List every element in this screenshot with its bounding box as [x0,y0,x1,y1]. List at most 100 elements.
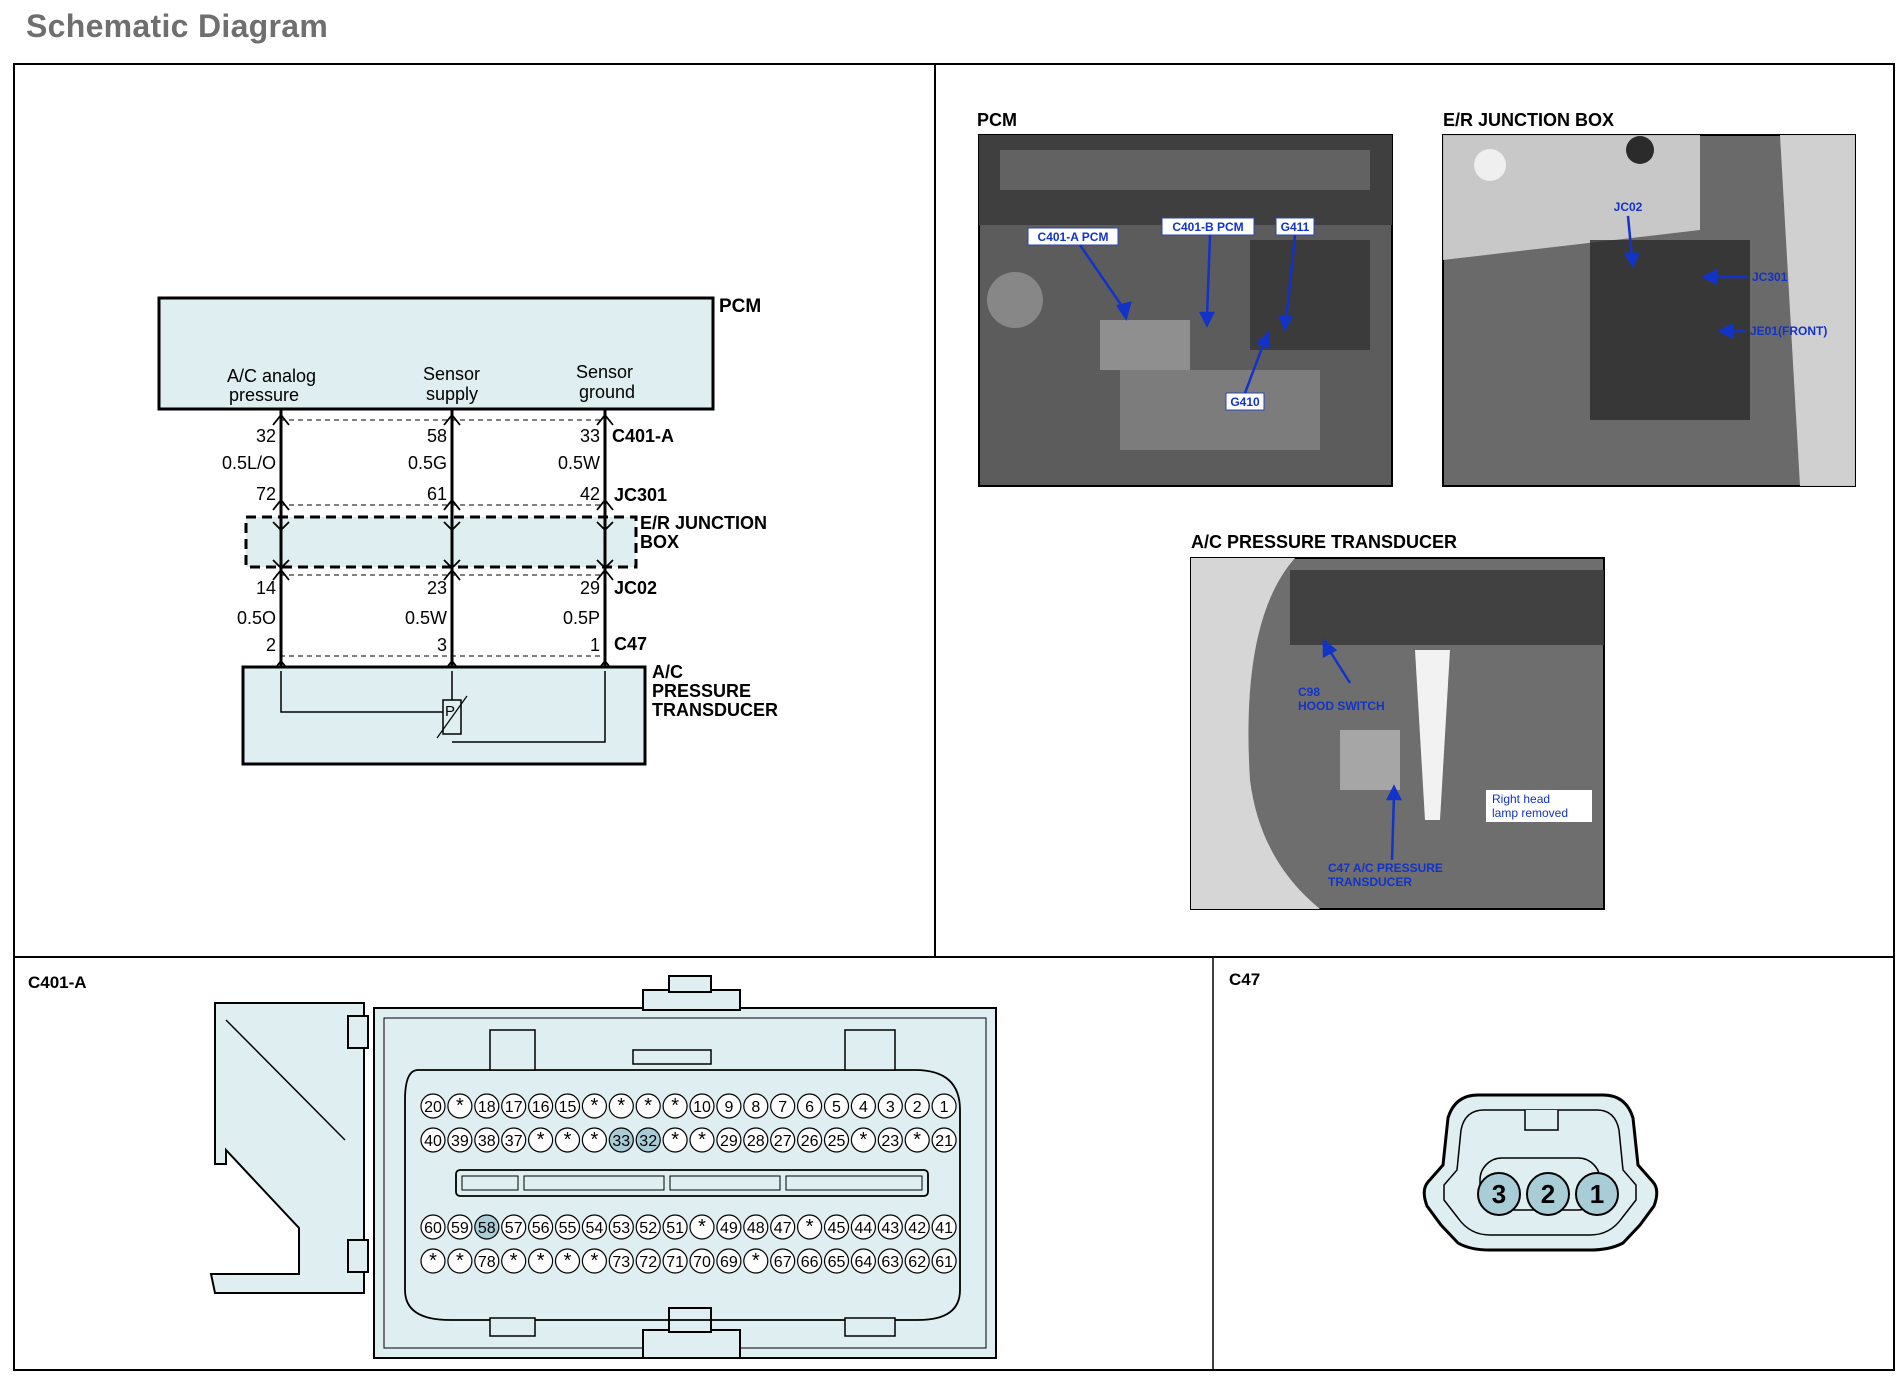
c401a-pin-cavity [662,1093,688,1119]
c401a-pin-cavity [635,1093,661,1119]
c401a-pin-cavity [689,1214,715,1240]
c401a-pin-cavity [581,1214,608,1240]
wiring-schematic: PCM A/C analog pressure Sensor supply Se… [157,296,778,766]
c401a-pin-number: 66 [801,1254,819,1271]
c401a-pin-cavity [716,1214,742,1240]
c401a-pin-unused: * [537,1250,545,1272]
c401a-pin-32: 32 [256,426,276,446]
c401a-pin-cavity [474,1248,500,1274]
c401a-pin-cavity [554,1214,581,1240]
c401a-pin-number: 72 [639,1254,657,1271]
pcm-photo-title: PCM [977,110,1017,130]
c401a-pin-cavity [823,1093,850,1119]
c401a-pin-number: 8 [751,1099,760,1116]
c401a-pin-cavity [877,1127,903,1153]
c401a-pin-cavity [447,1093,473,1119]
c401a-pin-number: 32 [639,1133,657,1150]
c401a-pin-cavity [931,1214,957,1240]
c401a-pin-cavity [474,1214,500,1240]
c401a-pin-cavity [689,1248,715,1274]
c401a-pin-unused: * [429,1250,437,1272]
c401a-pin-cavity [931,1093,957,1119]
c401a-pin-cavity [635,1248,661,1274]
wire-specs: 32 58 33 0.5L/O 0.5G 0.5W 72 61 42 14 23… [222,426,600,655]
junction-box [244,515,638,569]
c401a-pin-number: 26 [801,1133,819,1150]
c47-pin-cavity [1575,1172,1619,1216]
pressure-symbol: P [445,703,455,720]
c401a-pin-number: 67 [774,1254,792,1271]
c401a-pin-number: 4 [859,1099,868,1116]
c401a-pin-cavity [662,1248,688,1274]
c401a-pin-cavity [877,1214,903,1240]
c401a-pin-cavity [474,1127,500,1153]
c401a-pin-number: 29 [720,1133,738,1150]
jc02-pin-29: 29 [580,578,600,598]
c47-pin-number: 3 [1492,1179,1506,1209]
c401a-pin-cavity [904,1248,930,1274]
c401a-pin-unused: * [564,1250,572,1272]
c401a-pin-cavity [447,1248,473,1274]
c401a-pin-cavity [796,1214,823,1240]
c401a-pin-number: 58 [478,1220,496,1237]
c401a-pin-number: 49 [720,1220,738,1237]
c401a-pin-cavity [689,1093,715,1119]
c401a-latch [209,1002,365,1294]
wire-spec-ac-analog: 0.5L/O [222,453,276,473]
pin-name-sensor-ground: Sensor ground [576,362,638,402]
c401a-pin-cavity [770,1248,796,1274]
c401a-pin-number: 23 [881,1133,899,1150]
c401a-pin-cavity [850,1093,877,1119]
callout-right-head-lamp: Right head lamp removed [1492,792,1568,820]
wire-spec-sensor-signal: 0.5O [237,608,276,628]
c401a-pin-number: 41 [935,1220,953,1237]
c47-label: C47 [614,634,647,654]
c401a-pin-cavity [581,1248,608,1274]
c401a-pin-cavity [904,1093,930,1119]
c401a-pin-cavity [635,1127,661,1153]
junction-box-photo-title: E/R JUNCTION BOX [1443,110,1614,130]
c401a-pin-unused: * [591,1095,599,1117]
c401a-pin-number: 70 [693,1254,711,1271]
wire-spec-sensor-power: 0.5W [405,608,447,628]
c401a-pin-cavity [554,1248,581,1274]
transducer-internal-wire-ground [452,671,606,743]
c47-pin-2: 2 [266,635,276,655]
c401a-pin-cavity [689,1127,715,1153]
c401a-pin-number: 54 [586,1220,604,1237]
c401a-pin-cavity [501,1127,527,1153]
c401a-pin-cavity [608,1248,634,1274]
c401a-pin-cavity [420,1214,446,1240]
wire-spec-sensor-return: 0.5P [563,608,600,628]
callout-jc301: JC301 [1752,270,1788,284]
c401a-pin-cavity [850,1214,877,1240]
c401a-pin-33: 33 [580,426,600,446]
c401a-pin-cavity [931,1248,957,1274]
c401a-connector-title: C401-A [28,973,87,992]
c401a-pin-cavity [796,1248,823,1274]
c401a-pin-unused: * [510,1250,518,1272]
jc02-pin-14: 14 [256,578,276,598]
c47-connector-title: C47 [1229,970,1260,989]
c47-pin-3: 3 [437,635,447,655]
c401a-pin-cavity [743,1214,769,1240]
diagram-frame [13,63,1895,1371]
jc02-label: JC02 [614,578,657,598]
c401a-pin-cavity [770,1127,796,1153]
c401a-pin-number: 65 [828,1254,846,1271]
pin-name-sensor-supply: Sensor supply [423,364,485,404]
c401a-pin-cavity [527,1248,554,1274]
c401a-pin-number: 78 [478,1254,496,1271]
c401a-pin-number: 71 [666,1254,684,1271]
pcm-box [157,296,715,411]
c401a-pin-cavity [662,1214,688,1240]
c401a-pin-cavity [716,1127,742,1153]
c401a-pin-unused: * [591,1129,599,1151]
c401a-pin-number: 17 [505,1099,523,1116]
transducer-photo-panel: A/C PRESSURE TRANSDUCER C98 HOOD SWITCH … [1190,532,1605,910]
c401a-pin-unused: * [591,1250,599,1272]
jc301-pin-42: 42 [580,484,600,504]
c401a-pin-cavity [662,1127,688,1153]
